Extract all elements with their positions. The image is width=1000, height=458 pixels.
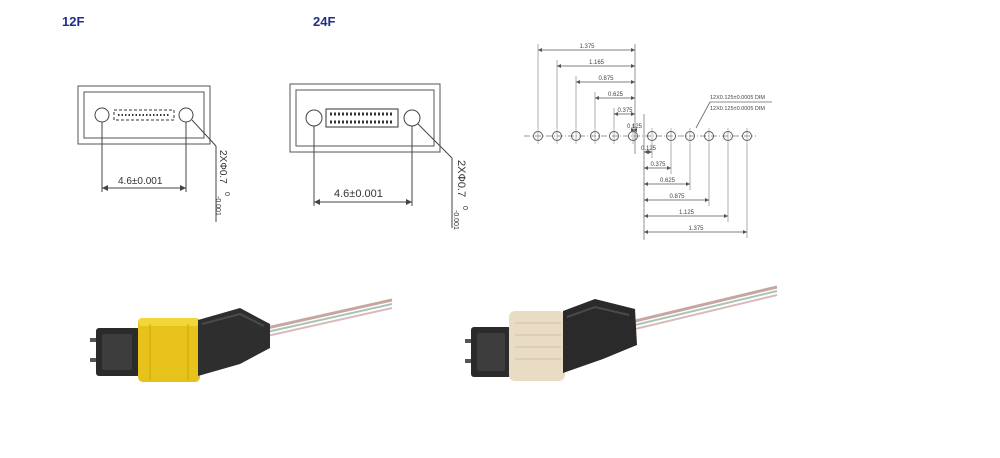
guide-hole-left bbox=[94, 107, 110, 123]
fiber-array bbox=[325, 108, 399, 128]
ferrule-inner-outline bbox=[295, 89, 435, 147]
pitch-upper-label: 1.165 bbox=[589, 60, 605, 66]
svg-text:-0.001: -0.001 bbox=[214, 196, 221, 216]
fiber-pitch-dimension-drawing: 1.375 1.165 0.875 0.625 0.375 0.125 0.125 0.37… bbox=[524, 44, 772, 240]
svg-text:2XФ0.7: 2XФ0.7 bbox=[455, 160, 467, 197]
pitch-dimension-text: 4.6±0.001 bbox=[334, 188, 383, 200]
ferrule-face-24f-drawing: 4.6±0.001 2XФ0.7 0 -0.001 bbox=[289, 83, 468, 230]
connector-12f-image bbox=[90, 298, 393, 382]
pitch-note-line-2: 12X0.125±0.0005 DIM bbox=[710, 106, 765, 112]
svg-text:-0.001: -0.001 bbox=[452, 210, 459, 230]
connector-24f-image bbox=[465, 285, 778, 381]
coupling-sleeve-yellow bbox=[138, 318, 200, 382]
pitch-note-line-1: 12X0.125±0.0005 DIM bbox=[710, 95, 765, 101]
pitch-lower-label: 1.375 bbox=[689, 226, 705, 232]
pitch-lower-label: 0.625 bbox=[660, 178, 676, 184]
ferrule-outer-outline bbox=[289, 83, 441, 153]
ferrule-face-12f-drawing: 4.6±0.001 2XФ0.7 0 -0.001 bbox=[77, 85, 230, 222]
ferrule-inner-outline bbox=[83, 91, 205, 139]
guide-hole-right bbox=[178, 107, 194, 123]
svg-text:2XФ0.7: 2XФ0.7 bbox=[217, 150, 228, 184]
pitch-lower-label: 0.125 bbox=[641, 146, 657, 152]
guide-hole-left bbox=[305, 109, 323, 127]
svg-text:0: 0 bbox=[223, 192, 230, 196]
label-24f: 24F bbox=[313, 14, 336, 29]
pitch-lower-label: 0.875 bbox=[670, 194, 686, 200]
pitch-lower-label: 1.125 bbox=[679, 210, 695, 216]
pitch-dimension-text: 4.6±0.001 bbox=[118, 176, 163, 187]
strain-relief-boot bbox=[198, 308, 270, 376]
label-12f: 12F bbox=[62, 14, 85, 29]
svg-text:0: 0 bbox=[461, 206, 468, 210]
coupling-sleeve-beige bbox=[509, 311, 565, 381]
pitch-upper-label: 1.375 bbox=[580, 44, 596, 50]
hole-dimension-text: 2XФ0.7 0 -0.001 bbox=[452, 160, 468, 230]
pitch-upper-label: 0.625 bbox=[608, 92, 624, 98]
pitch-lower-label: 0.375 bbox=[651, 162, 667, 168]
guide-hole-right bbox=[403, 109, 421, 127]
fiber-row bbox=[113, 109, 175, 121]
ferrule-outer-outline bbox=[77, 85, 211, 145]
hole-dimension-text: 2XФ0.7 0 -0.001 bbox=[214, 150, 230, 216]
pitch-upper-label: 0.875 bbox=[599, 76, 615, 82]
pitch-upper-label: 0.125 bbox=[627, 124, 643, 130]
strain-relief-boot bbox=[563, 299, 637, 373]
pitch-upper-label: 0.375 bbox=[618, 108, 634, 114]
